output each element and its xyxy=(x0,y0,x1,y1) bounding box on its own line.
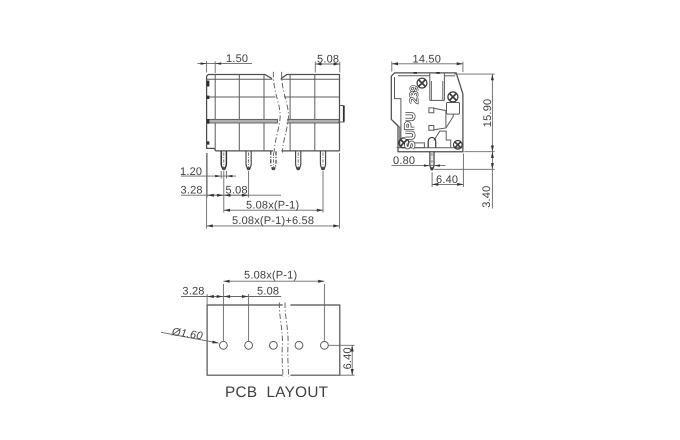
svg-text:0.80: 0.80 xyxy=(393,155,415,167)
svg-text:5.08x(P-1): 5.08x(P-1) xyxy=(244,270,297,282)
svg-text:3.28: 3.28 xyxy=(182,286,204,298)
svg-text:14.50: 14.50 xyxy=(413,53,442,65)
svg-text:6.40: 6.40 xyxy=(436,174,458,186)
svg-text:5.08x(P-1)+6.58: 5.08x(P-1)+6.58 xyxy=(232,215,314,227)
svg-text:5.08: 5.08 xyxy=(317,53,339,65)
svg-text:6.40: 6.40 xyxy=(342,347,354,369)
svg-text:5.08: 5.08 xyxy=(226,184,248,196)
svg-text:3.28: 3.28 xyxy=(181,184,203,196)
svg-text:1.20: 1.20 xyxy=(180,166,202,178)
svg-text:3.40: 3.40 xyxy=(481,186,493,208)
svg-text:5.08x(P-1): 5.08x(P-1) xyxy=(246,199,299,211)
svg-text:PCB LAYOUT: PCB LAYOUT xyxy=(225,384,328,401)
svg-text:15.90: 15.90 xyxy=(482,99,494,128)
svg-text:5.08: 5.08 xyxy=(257,286,279,298)
svg-text:Ø1.60: Ø1.60 xyxy=(170,326,204,343)
svg-text:1.50: 1.50 xyxy=(226,53,248,65)
